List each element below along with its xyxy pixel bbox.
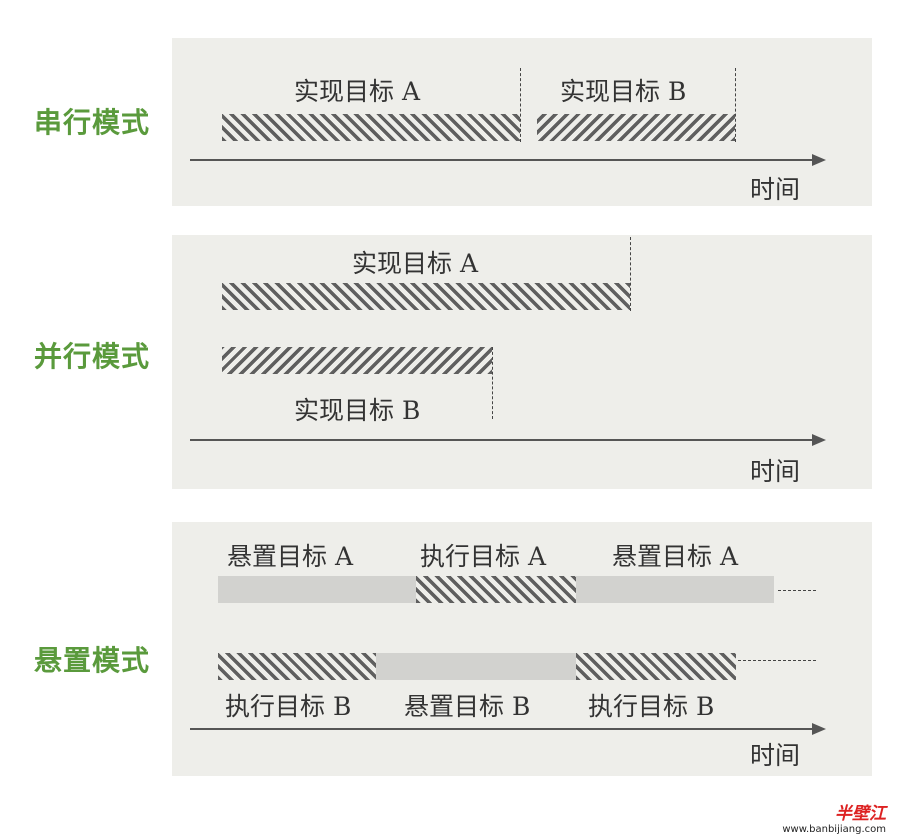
- suspend-top-label-1: 悬置目标 A: [227, 542, 354, 571]
- parallel-axis-arrow-icon: [812, 434, 826, 446]
- serial-goal-a-label: 实现目标 A: [294, 77, 421, 106]
- suspend-a-bar-2: [576, 576, 774, 603]
- parallel-time-axis: [190, 439, 812, 441]
- suspend-a-bar-1: [218, 576, 416, 603]
- serial-mode-label: 串行模式: [34, 106, 151, 139]
- suspend-a-continuation: [778, 590, 816, 591]
- suspend-mode-label: 悬置模式: [34, 644, 151, 677]
- suspend-axis-arrow-icon: [812, 723, 826, 735]
- parallel-goal-b-end-marker: [492, 347, 493, 419]
- parallel-mode-label: 并行模式: [34, 340, 151, 373]
- execute-b-bar-2: [576, 653, 736, 680]
- parallel-goal-b-bar: [222, 347, 492, 374]
- suspend-time-axis: [190, 728, 812, 730]
- execute-b-bar-1: [218, 653, 376, 680]
- parallel-goal-b-label: 实现目标 B: [294, 396, 421, 425]
- serial-mode-panel: 实现目标 A 实现目标 B 时间: [172, 38, 872, 206]
- suspend-b-bar: [376, 653, 576, 680]
- suspend-bottom-label-2: 悬置目标 B: [404, 692, 531, 721]
- serial-time-label: 时间: [750, 175, 801, 204]
- watermark-url: www.banbijiang.com: [782, 824, 886, 835]
- parallel-goal-a-label: 实现目标 A: [352, 249, 479, 278]
- suspend-top-label-2: 执行目标 A: [420, 542, 547, 571]
- suspend-mode-panel: 悬置目标 A 执行目标 A 悬置目标 A 执行目标 B 悬置目标 B 执行目标 …: [172, 522, 872, 776]
- suspend-bottom-label-1: 执行目标 B: [225, 692, 352, 721]
- watermark: 半壁江 www.banbijiang.com: [782, 799, 886, 835]
- suspend-time-label: 时间: [750, 741, 801, 770]
- watermark-logo: 半壁江: [835, 804, 886, 824]
- suspend-top-label-3: 悬置目标 A: [612, 542, 739, 571]
- serial-axis-arrow-icon: [812, 154, 826, 166]
- serial-goal-a-bar: [222, 114, 520, 141]
- serial-goal-b-label: 实现目标 B: [560, 77, 687, 106]
- serial-goal-b-bar: [537, 114, 735, 141]
- serial-goal-a-end-marker: [520, 68, 521, 142]
- parallel-goal-a-end-marker: [630, 237, 631, 311]
- suspend-b-continuation: [738, 660, 816, 661]
- serial-time-axis: [190, 159, 812, 161]
- suspend-bottom-label-3: 执行目标 B: [588, 692, 715, 721]
- parallel-time-label: 时间: [750, 457, 801, 486]
- parallel-goal-a-bar: [222, 283, 630, 310]
- serial-goal-b-end-marker: [735, 68, 736, 142]
- parallel-mode-panel: 实现目标 A 实现目标 B 时间: [172, 235, 872, 489]
- execute-a-bar: [416, 576, 576, 603]
